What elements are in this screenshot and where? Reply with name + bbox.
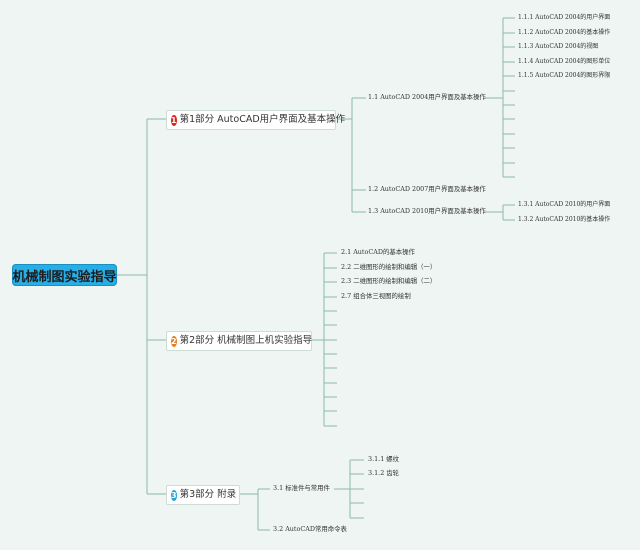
topic-3-2[interactable]: 3.2 AutoCAD常用命令表 — [273, 525, 347, 533]
topic-1-3-2[interactable]: 1.3.2 AutoCAD 2010的基本操作 — [518, 216, 611, 223]
connector-1-3 — [484, 204, 515, 221]
connector-branch-3 — [240, 488, 270, 531]
topic-1-1-4[interactable]: 1.1.4 AutoCAD 2004的图形单位 — [518, 58, 611, 65]
branch-3-label: 第3部分 附录 — [179, 489, 237, 500]
branch-1-badge: 1 — [171, 114, 177, 126]
topic-2-7[interactable]: 2.7 组合体三视图的绘制 — [341, 292, 411, 300]
topic-1-1-3[interactable]: 1.1.3 AutoCAD 2004的视图 — [518, 43, 599, 50]
branch-2-badge: 2 — [171, 335, 177, 347]
topic-3-1-2[interactable]: 3.1.2 齿轮 — [368, 469, 400, 477]
topic-2-1[interactable]: 2.1 AutoCAD的基本操作 — [341, 248, 415, 256]
topic-1-1-5[interactable]: 1.1.5 AutoCAD 2004的图形界限 — [518, 72, 611, 79]
topic-1-1-1[interactable]: 1.1.1 AutoCAD 2004的用户界面 — [518, 14, 611, 21]
topic-1-3[interactable]: 1.3 AutoCAD 2010用户界面及基本操作 — [368, 207, 486, 215]
connector-3-1 — [334, 459, 364, 519]
topic-3-1[interactable]: 3.1 标准件与常用件 — [273, 484, 330, 492]
branch-1-node[interactable]: 1 第1部分 AutoCAD用户界面及基本操作 — [166, 110, 345, 130]
branch-1-label: 第1部分 AutoCAD用户界面及基本操作 — [179, 114, 346, 125]
root-node[interactable]: 机械制图实验指导 — [12, 264, 117, 286]
topic-1-3-1[interactable]: 1.3.1 AutoCAD 2010的用户界面 — [518, 201, 611, 208]
connector-1-1 — [484, 17, 515, 178]
branch-3-node[interactable]: 3 第3部分 附录 — [166, 485, 240, 505]
topic-2-2[interactable]: 2.2 二维图形的绘制和编辑（一） — [341, 263, 437, 271]
connector-root — [117, 118, 166, 495]
topic-3-1-1[interactable]: 3.1.1 螺纹 — [368, 455, 400, 463]
branch-2-label: 第2部分 机械制图上机实验指导 — [179, 335, 313, 346]
topic-1-1[interactable]: 1.1 AutoCAD 2004用户界面及基本操作 — [368, 93, 486, 101]
topic-2-3[interactable]: 2.3 二维图形的绘制和编辑（二） — [341, 277, 437, 285]
topic-1-1-2[interactable]: 1.1.2 AutoCAD 2004的基本操作 — [518, 29, 611, 36]
connector-branch-1 — [338, 97, 366, 213]
branch-3-badge: 3 — [171, 489, 177, 501]
connector-branch-2 — [312, 252, 337, 427]
branch-2-node[interactable]: 2 第2部分 机械制图上机实验指导 — [166, 331, 312, 351]
topic-1-2[interactable]: 1.2 AutoCAD 2007用户界面及基本操作 — [368, 185, 486, 193]
